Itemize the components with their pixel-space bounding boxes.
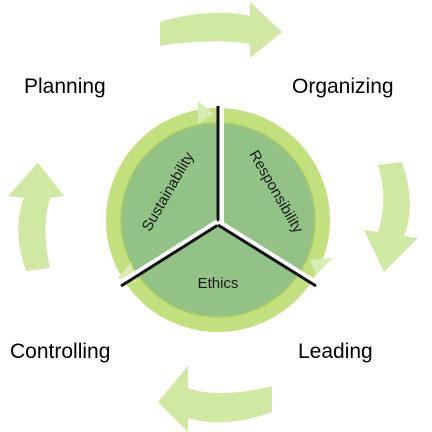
label-ethics: Ethics (198, 275, 239, 292)
arrow-bottom-icon (158, 366, 272, 432)
label-leading: Leading (298, 340, 373, 363)
ring-arrowhead-right-icon (310, 258, 333, 275)
label-planning: Planning (24, 75, 106, 98)
segment-dividers (120, 106, 317, 288)
cycle-arrows (8, 2, 418, 432)
core-circle (106, 101, 333, 332)
label-organizing: Organizing (292, 75, 394, 98)
ring-arrowhead-top-icon (198, 101, 214, 124)
arrow-top-icon (160, 2, 282, 58)
label-controlling: Controlling (10, 340, 110, 363)
arrow-right-icon (364, 162, 418, 272)
arrow-left-icon (8, 163, 64, 271)
